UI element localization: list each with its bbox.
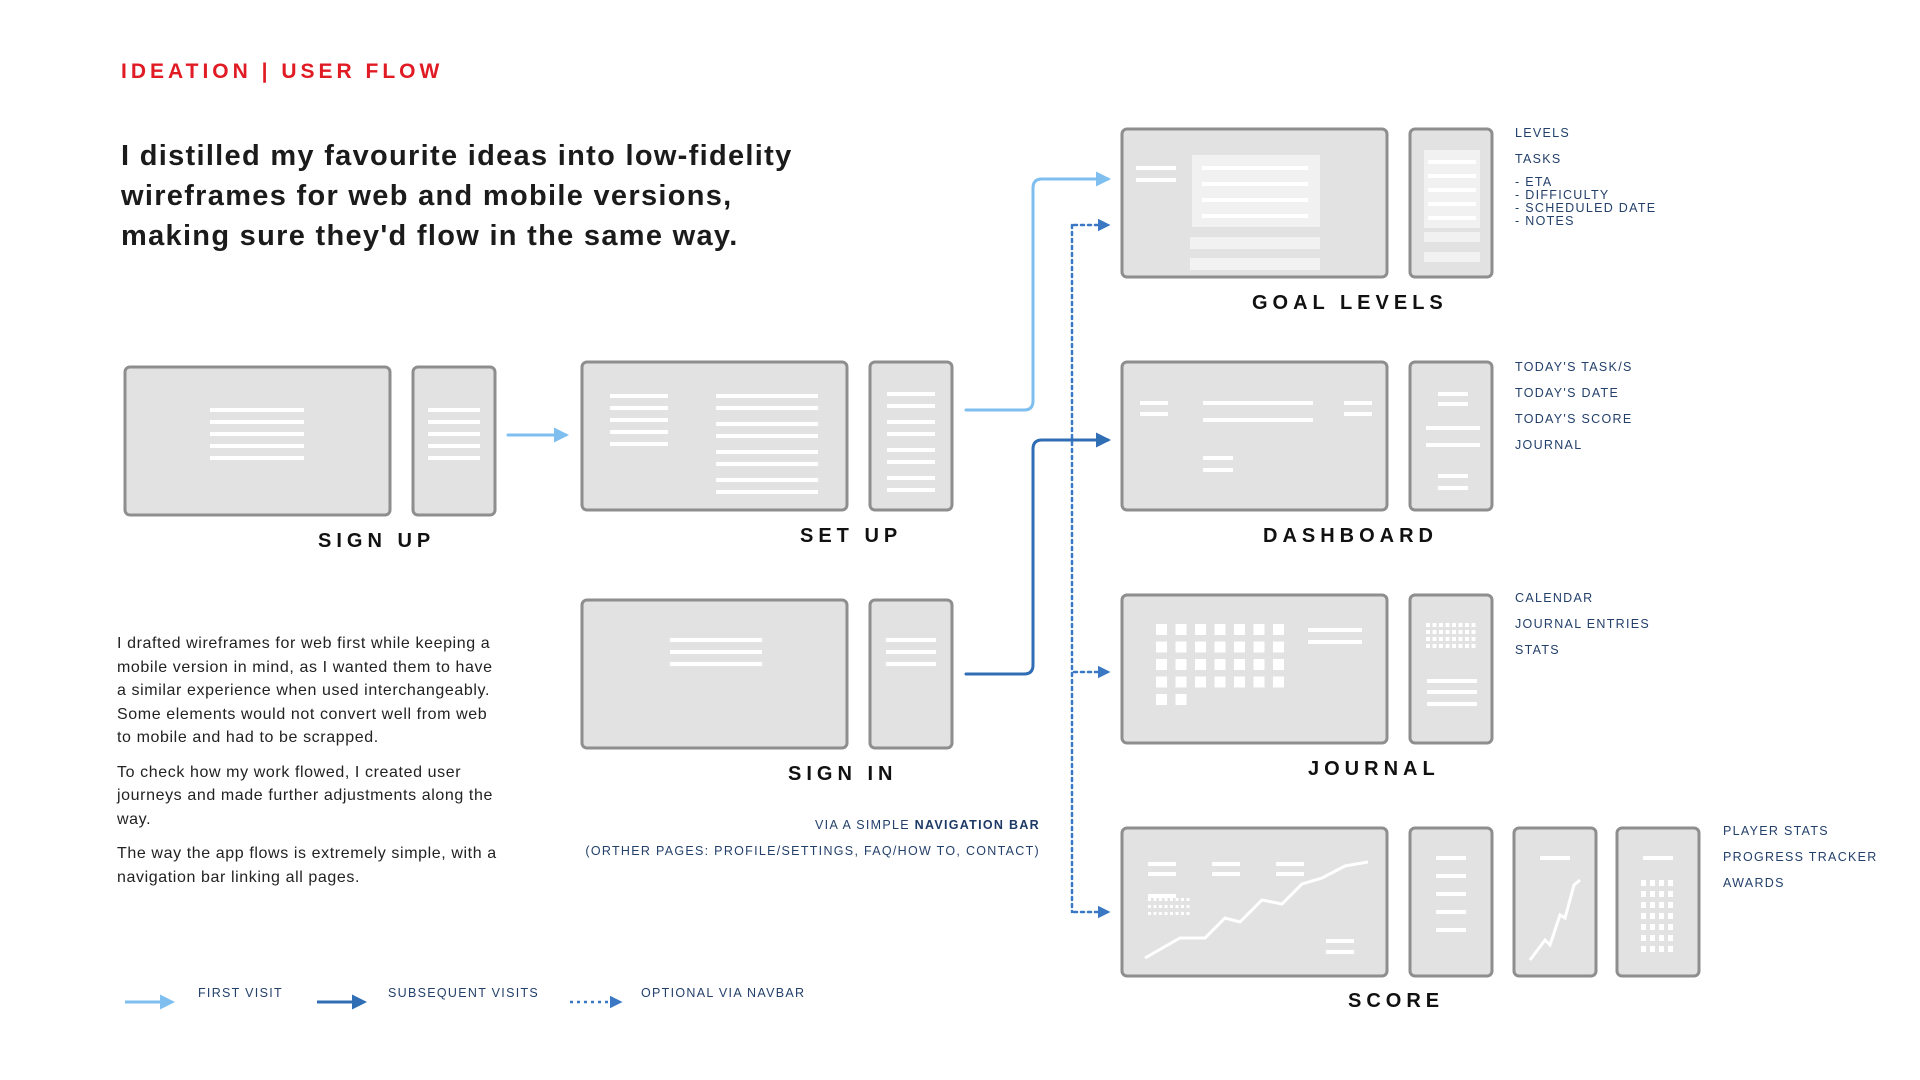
feature-item: TODAY'S DATE: [1515, 386, 1620, 400]
body-copy: I drafted wireframes for web first while…: [117, 632, 499, 900]
signin-web-frame: [580, 598, 849, 750]
label-journal: JOURNAL: [1308, 758, 1440, 780]
feature-detail: - DIFFICULTY: [1515, 188, 1610, 202]
body-paragraph-1: I drafted wireframes for web first while…: [117, 635, 493, 746]
nav-note-prefix: VIA A SIMPLE: [815, 818, 910, 832]
label-set-up: SET UP: [800, 525, 903, 547]
feature-item: PROGRESS TRACKER: [1723, 850, 1878, 864]
headline-line-2: wireframes for web and mobile versions,: [121, 180, 733, 212]
nav-note-emphasis: NAVIGATION BAR: [914, 818, 1040, 832]
feature-detail: - NOTES: [1515, 214, 1575, 228]
score-mobile-frame-3: [1615, 826, 1701, 978]
feature-item: JOURNAL: [1515, 438, 1583, 452]
connector-signin-to-dashboard: [964, 432, 1111, 676]
legend-optional-navbar: OPTIONAL VIA NAVBAR: [641, 986, 806, 1000]
dashboard-features: TODAY'S TASK/S TODAY'S DATE TODAY'S SCOR…: [1515, 354, 1633, 458]
headline: I distilled my favourite ideas into low-…: [121, 136, 901, 256]
feature-item: TASKS: [1515, 152, 1562, 166]
score-mobile-frame-2: [1512, 826, 1598, 978]
feature-detail: - ETA: [1515, 175, 1553, 189]
signup-mobile-frame: [411, 365, 497, 517]
feature-item: JOURNAL ENTRIES: [1515, 617, 1651, 631]
label-sign-in: SIGN IN: [788, 763, 898, 785]
label-score: SCORE: [1348, 990, 1445, 1012]
score-mobile-frame-1: [1408, 826, 1494, 978]
body-paragraph-3: The way the app flows is extremely simpl…: [117, 845, 497, 886]
journal-features: CALENDAR JOURNAL ENTRIES STATS: [1515, 585, 1650, 663]
body-paragraph-2: To check how my work flowed, I created u…: [117, 763, 493, 828]
label-sign-up: SIGN UP: [318, 530, 436, 552]
nav-note-other-pages: (ORTHER PAGES: PROFILE/SETTINGS, FAQ/HOW…: [585, 844, 1040, 858]
feature-item: TODAY'S SCORE: [1515, 412, 1633, 426]
headline-line-1: I distilled my favourite ideas into low-…: [121, 140, 793, 172]
legend-first-visit: FIRST VISIT: [198, 986, 283, 1000]
feature-item: PLAYER STATS: [1723, 824, 1829, 838]
score-features: PLAYER STATS PROGRESS TRACKER AWARDS: [1723, 818, 1878, 896]
dashboard-mobile-frame: [1408, 360, 1494, 512]
connector-setup-to-goal-levels: [964, 171, 1111, 412]
signup-web-frame: [123, 365, 392, 517]
nav-note: VIA A SIMPLE NAVIGATION BAR: [815, 818, 1040, 832]
label-goal-levels: GOAL LEVELS: [1252, 292, 1448, 314]
setup-web-frame: [580, 360, 849, 512]
feature-detail: - SCHEDULED DATE: [1515, 201, 1657, 215]
headline-line-3: making sure they'd flow in the same way.: [121, 220, 739, 252]
feature-item: CALENDAR: [1515, 591, 1594, 605]
journal-mobile-frame: [1408, 593, 1494, 745]
feature-item: AWARDS: [1723, 876, 1785, 890]
legend-subsequent-visits: SUBSEQUENT VISITS: [388, 986, 540, 1000]
feature-item: TODAY'S TASK/S: [1515, 360, 1633, 374]
label-dashboard: DASHBOARD: [1263, 525, 1438, 547]
signin-mobile-frame: [868, 598, 954, 750]
feature-item: LEVELS: [1515, 126, 1571, 140]
goal-levels-features: LEVELS TASKS - ETA - DIFFICULTY - SCHEDU…: [1515, 120, 1656, 228]
dashboard-web-frame: [1120, 360, 1389, 512]
feature-item: STATS: [1515, 643, 1560, 657]
section-kicker: IDEATION | USER FLOW: [121, 60, 444, 83]
